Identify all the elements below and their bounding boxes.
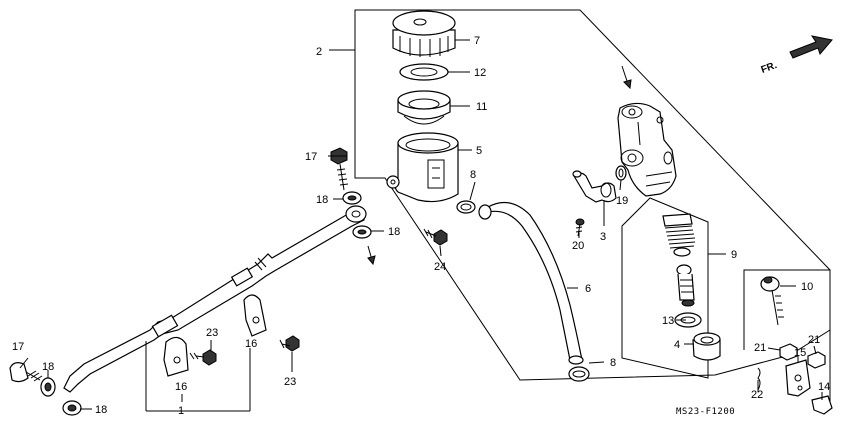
- callout-4: 4: [674, 339, 680, 351]
- callout-13: 13: [662, 315, 674, 327]
- cotter-pin: [757, 367, 761, 391]
- diaphragm: [397, 90, 451, 125]
- callout-21-left: 21: [754, 342, 766, 354]
- reservoir-body: [386, 132, 459, 203]
- callout-16-right: 16: [245, 338, 257, 350]
- hose-clip-upper: [456, 200, 476, 214]
- circlip: [674, 312, 702, 328]
- reservoir-plate: [399, 63, 449, 81]
- diagram-code: MS23-F1200: [676, 407, 735, 417]
- bolt-17-upper: [330, 147, 349, 191]
- callout-21-right: 21: [808, 334, 820, 346]
- clevis-joint: [785, 359, 811, 397]
- callouts: 2 7 12 11 5 8 6 8 3 19 20 9 10 13 4 17 1…: [12, 35, 830, 417]
- bolt-17-lower: [9, 362, 43, 383]
- o-ring: [615, 165, 627, 181]
- master-cylinder: [617, 102, 677, 197]
- front-arrow-icon: FR.: [760, 35, 833, 76]
- callout-18-b: 18: [388, 226, 400, 238]
- callout-23-left: 23: [206, 327, 218, 339]
- rod-nut-right: [807, 351, 826, 369]
- sealing-washer-1: [342, 191, 362, 205]
- callout-8-upper: 8: [470, 169, 476, 181]
- reservoir-hose: [478, 201, 584, 365]
- callout-20: 20: [572, 240, 584, 252]
- push-rod-outline: [743, 269, 831, 410]
- callout-11: 11: [476, 101, 487, 113]
- direction-arrow-icon: [621, 65, 632, 90]
- brake-hose: [63, 205, 367, 393]
- callout-5: 5: [476, 145, 482, 157]
- callout-15: 15: [794, 347, 806, 359]
- hose-clamp-right: [243, 294, 267, 337]
- sealing-washer-3: [40, 377, 56, 397]
- callout-16-left: 16: [175, 381, 187, 393]
- hose-clamp-left: [163, 336, 189, 377]
- callout-2: 2: [316, 46, 322, 58]
- boot: [692, 332, 721, 361]
- callout-7: 7: [474, 35, 480, 47]
- direction-arrow-icon-2: [367, 245, 376, 266]
- bolt-24: [423, 228, 448, 246]
- callout-14: 14: [818, 381, 830, 393]
- rod-nut-left: [779, 343, 798, 361]
- leader-lines: [19, 39, 823, 412]
- callout-22: 22: [751, 389, 763, 401]
- callout-18-d: 18: [95, 404, 107, 416]
- bolt-23-right: [279, 335, 300, 352]
- reservoir-cap: [392, 10, 456, 57]
- callout-23-right: 23: [284, 376, 296, 388]
- piston-spring: [662, 213, 696, 257]
- hose-joint: [572, 170, 617, 203]
- piston-set-outline: [621, 197, 709, 379]
- piston: [676, 264, 695, 307]
- callout-12: 12: [474, 67, 486, 79]
- callout-6: 6: [585, 283, 591, 295]
- sealing-washer-4: [62, 400, 82, 416]
- push-rod: [760, 276, 784, 326]
- callout-24: 24: [434, 261, 446, 273]
- joint-screw: [575, 218, 585, 237]
- callout-18-a: 18: [316, 194, 328, 206]
- callout-18-c: 18: [42, 361, 54, 373]
- hose-clip-lower: [568, 366, 590, 382]
- callout-1: 1: [178, 405, 184, 417]
- callout-17-upper: 17: [305, 151, 317, 163]
- front-label: FR.: [760, 60, 779, 76]
- callout-19: 19: [616, 195, 628, 207]
- callout-17-lower: 17: [12, 341, 24, 353]
- bolt-23-left: [189, 349, 217, 366]
- callout-3: 3: [600, 231, 606, 243]
- callout-9: 9: [731, 249, 737, 261]
- callout-8-lower: 8: [610, 357, 616, 369]
- sealing-washer-2: [352, 225, 372, 239]
- joint-pin: [811, 395, 833, 415]
- callout-10: 10: [801, 281, 813, 293]
